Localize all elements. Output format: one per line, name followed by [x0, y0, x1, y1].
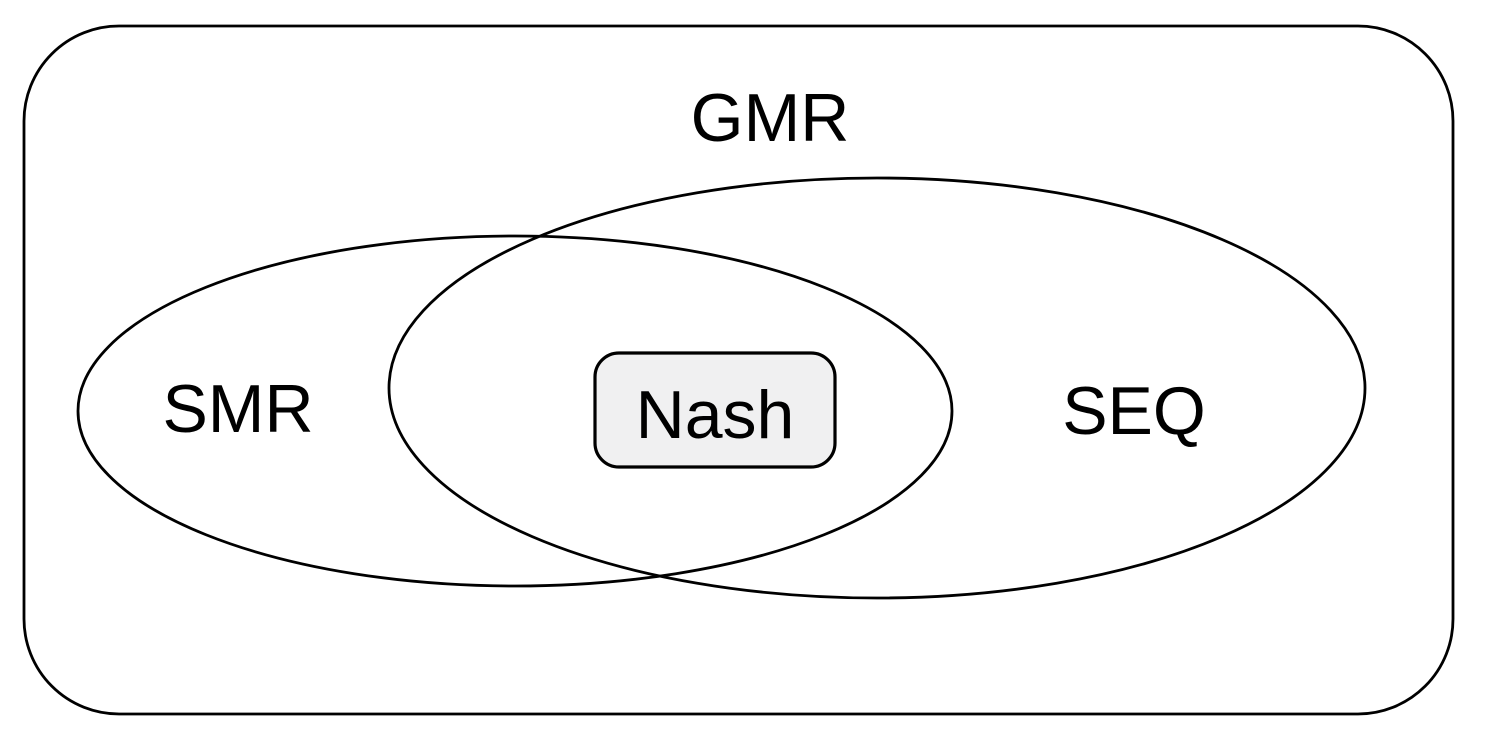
seq-ellipse [387, 176, 1367, 600]
nash-label: Nash [636, 377, 795, 453]
smr-label: SMR [162, 371, 313, 447]
gmr-label: GMR [691, 80, 850, 156]
smr-ellipse [76, 234, 954, 588]
seq-label: SEQ [1062, 373, 1206, 449]
nash-box [593, 351, 837, 469]
